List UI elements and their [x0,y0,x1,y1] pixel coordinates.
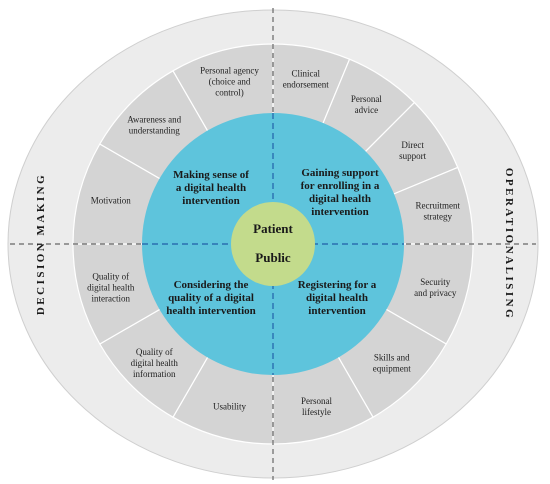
quadrant-label-line: for enrolling in a [301,180,380,192]
center-circle [231,202,315,286]
segment-label-line: Quality of [92,271,129,281]
segment-label-line: support [399,151,426,161]
quadrant-label-line: Gaining support [301,167,379,179]
quadrant-label-line: Considering the [174,279,249,291]
quadrant-label-line: health intervention [166,305,256,317]
segment-label-line: Quality of [136,347,173,357]
quadrant-label-line: Registering for a [298,279,377,291]
quadrant-label-line: digital health [309,193,371,205]
segment-label-line: lifestyle [302,407,331,417]
segment-label: Motivation [91,196,131,206]
segment-label-line: (choice and [209,77,251,87]
center-label-patient: Patient [253,221,293,236]
quadrant-label-line: quality of a digital [168,292,254,304]
segment-label-line: Usability [213,401,246,411]
segment-label-line: Personal agency [200,66,259,76]
segment-label-line: endorsement [283,80,329,90]
segment-label-line: Personal [351,94,382,104]
segment-label-line: strategy [424,212,453,222]
segment-label-line: Skills and [374,352,410,362]
segment-label-line: Awareness and [127,115,181,125]
segment-label-line: Security [420,277,450,287]
segment-label-line: information [133,369,176,379]
quadrant-label-line: intervention [311,206,368,218]
quadrant-label-line: Making sense of [173,169,249,181]
segment-label-line: interaction [91,293,130,303]
segment-label-line: equipment [373,363,411,373]
quadrant-label-line: digital health [306,292,368,304]
segment-label-line: control) [215,88,244,98]
segment-label-line: Clinical [292,69,321,79]
segment-label-line: Personal [301,396,332,406]
segment-label-line: advice [355,105,378,115]
quadrant-label-line: intervention [182,195,239,207]
side-label-operationalising: OPERATIONALISING [503,168,515,320]
side-label-decision-making: DECISION MAKING [35,173,47,315]
segment-label-line: Recruitment [416,201,461,211]
segment-label-line: Motivation [91,196,131,206]
segment-label-line: Direct [401,140,424,150]
segment-label-line: understanding [129,126,180,136]
center-label-public: Public [255,250,291,265]
quadrant-label-line: a digital health [176,182,246,194]
quadrant-label-line: intervention [308,305,365,317]
segment-label-line: digital health [131,358,179,368]
segment-label: Usability [213,401,246,411]
segment-label-line: digital health [87,282,135,292]
segment-label-line: and privacy [414,288,457,298]
